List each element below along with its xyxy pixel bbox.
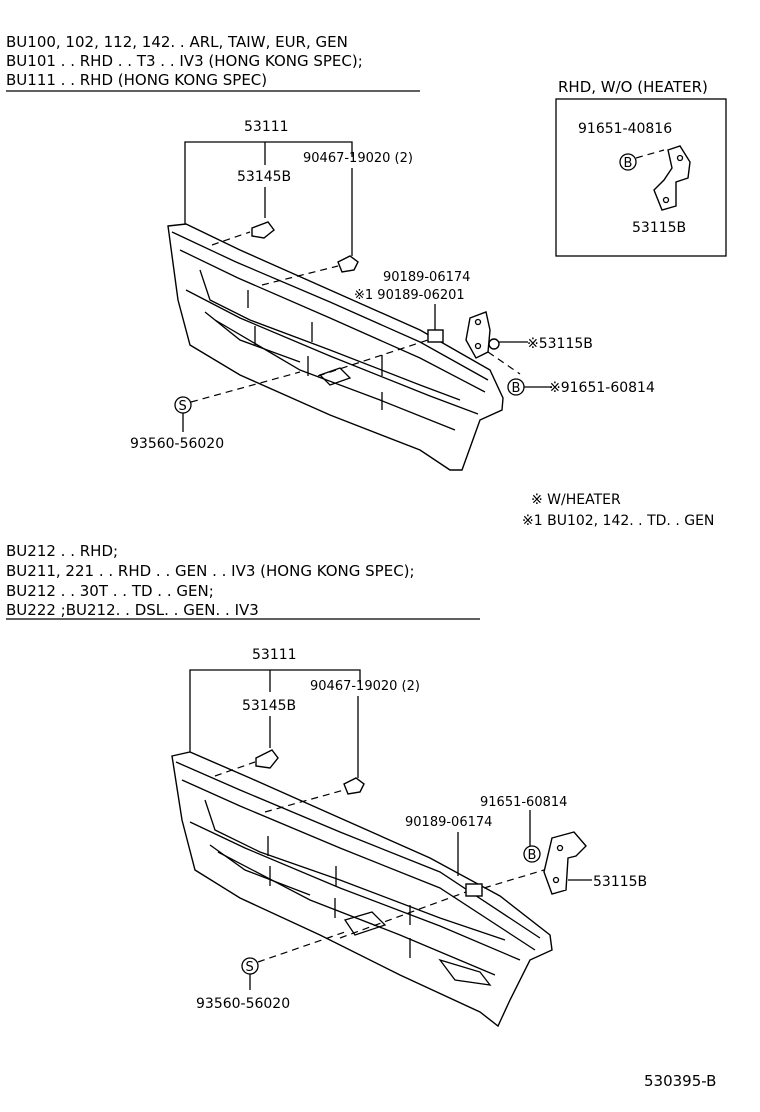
- section2: BU212 . . RHD; BU211, 221 . . RHD . . GE…: [6, 542, 647, 1028]
- figure-code: 530395-B: [644, 1072, 716, 1090]
- inset-bolt-label: 91651-40816: [578, 121, 672, 137]
- s2-b-marker: [523, 845, 541, 863]
- s1-grille-label: 53111: [244, 119, 289, 135]
- s1-nut-part: [427, 329, 444, 343]
- inset-title: RHD, W/O (HEATER): [558, 78, 708, 96]
- s1-dash-bolt: [487, 351, 521, 375]
- section2-header-line-2: BU211, 221 . . RHD . . GEN . . IV3 (HONG…: [6, 562, 415, 580]
- s1-bracket-label: ※53115B: [527, 336, 593, 352]
- section2-header-line-3: BU212 . . 30T . . TD . . GEN;: [6, 582, 214, 600]
- note-1: ※ W/HEATER: [531, 492, 621, 508]
- s2-nut-label: 90189-06174: [405, 815, 492, 830]
- s1-dash-clip: [261, 265, 339, 286]
- inset-b-marker: [619, 153, 637, 171]
- s2-s-marker-text: S: [246, 960, 254, 975]
- s2-nut-part: [465, 883, 483, 897]
- note-2: ※1 BU102, 142. . TD. . GEN: [522, 513, 714, 529]
- s2-grille-bracket-line: [189, 669, 361, 752]
- inset-b-marker-text: B: [624, 156, 633, 171]
- s1-bolt-label: ※91651-60814: [549, 380, 655, 396]
- s2-retainer-label: 53145B: [242, 698, 296, 714]
- s1-screw-label: 93560-56020: [130, 436, 224, 452]
- section1-header-line-1: BU100, 102, 112, 142. . ARL, TAIW, EUR, …: [6, 33, 348, 51]
- inset-box: [555, 98, 727, 257]
- s2-bracket-label: 53115B: [593, 874, 647, 890]
- s2-clip-label: 90467-19020 (2): [310, 679, 420, 694]
- s2-retainer-part: [255, 749, 279, 769]
- s1-nut2-label: ※1 90189-06201: [354, 288, 465, 303]
- s2-grille-label: 53111: [252, 647, 297, 663]
- s1-dash-nut: [317, 339, 429, 377]
- s1-dash-retainer: [211, 231, 251, 246]
- s1-s-marker-text: S: [179, 399, 187, 414]
- section2-header-line-4: BU222 ;BU212. . DSL. . GEN. . IV3: [6, 601, 259, 619]
- s1-grille-bracket-line: [184, 141, 353, 225]
- s2-dash-clip: [264, 789, 345, 813]
- inset-leader-bolt: [635, 149, 665, 159]
- s1-grille-part: [167, 223, 504, 471]
- s2-b-marker-text: B: [528, 848, 537, 863]
- s1-clip-part: [337, 255, 359, 273]
- inset-bracket-part: [653, 145, 691, 211]
- s2-bolt-label: 91651-60814: [480, 795, 567, 810]
- section2-header-line-1: BU212 . . RHD;: [6, 542, 118, 560]
- inset-bracket-label: 53115B: [632, 220, 686, 236]
- s2-dash-screw: [257, 931, 346, 963]
- s1-retainer-label: 53145B: [237, 169, 291, 185]
- section1: BU100, 102, 112, 142. . ARL, TAIW, EUR, …: [6, 33, 727, 529]
- s1-clip-label: 90467-19020 (2): [303, 151, 413, 166]
- s2-dash-bracket: [483, 869, 545, 889]
- s2-dash-nut: [339, 891, 467, 939]
- s2-screw-label: 93560-56020: [196, 996, 290, 1012]
- s2-grille-part: [171, 751, 553, 1028]
- s1-bracket-part: [465, 311, 500, 359]
- section1-header-line-2: BU101 . . RHD . . T3 . . IV3 (HONG KONG …: [6, 52, 363, 70]
- s1-nut1-label: 90189-06174: [383, 270, 470, 285]
- section1-header-line-3: BU111 . . RHD (HONG KONG SPEC): [6, 71, 267, 89]
- s1-retainer-part: [251, 221, 275, 239]
- s2-bracket-part: [543, 831, 587, 895]
- s1-dash-screw: [190, 371, 301, 403]
- s1-b-marker-text: B: [512, 381, 521, 396]
- s2-clip-part: [343, 777, 365, 795]
